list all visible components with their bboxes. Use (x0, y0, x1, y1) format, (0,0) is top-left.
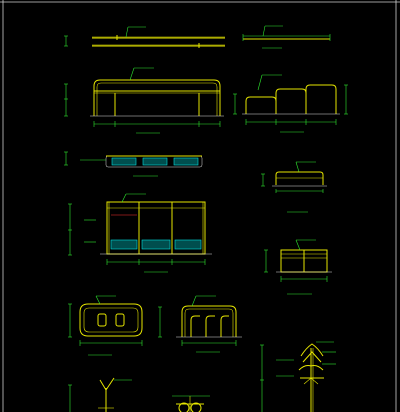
glass-pane-elev-3 (174, 239, 202, 250)
post-detail-bottom-left (68, 377, 132, 412)
ornamental-base-detail (172, 395, 210, 412)
rounded-seat-plan (68, 295, 143, 356)
handrail-plan-top-right (242, 25, 331, 49)
glass-pane-3 (173, 157, 199, 166)
handrail-elevation-top (64, 26, 225, 48)
fence-elevation (264, 239, 332, 295)
bench-elevation (64, 67, 224, 134)
glass-panel-plan (64, 151, 203, 177)
small-bench-detail (261, 161, 327, 213)
stepped-bench-elevation (233, 74, 348, 133)
glass-pane-1 (111, 157, 137, 166)
glass-panel-elevation (68, 193, 212, 273)
glass-pane-elev-2 (141, 239, 171, 250)
curved-rail-detail (158, 295, 242, 353)
glass-pane-2 (142, 157, 168, 166)
glass-pane-elev-1 (110, 239, 138, 250)
lamp-post-elevation (260, 341, 336, 412)
